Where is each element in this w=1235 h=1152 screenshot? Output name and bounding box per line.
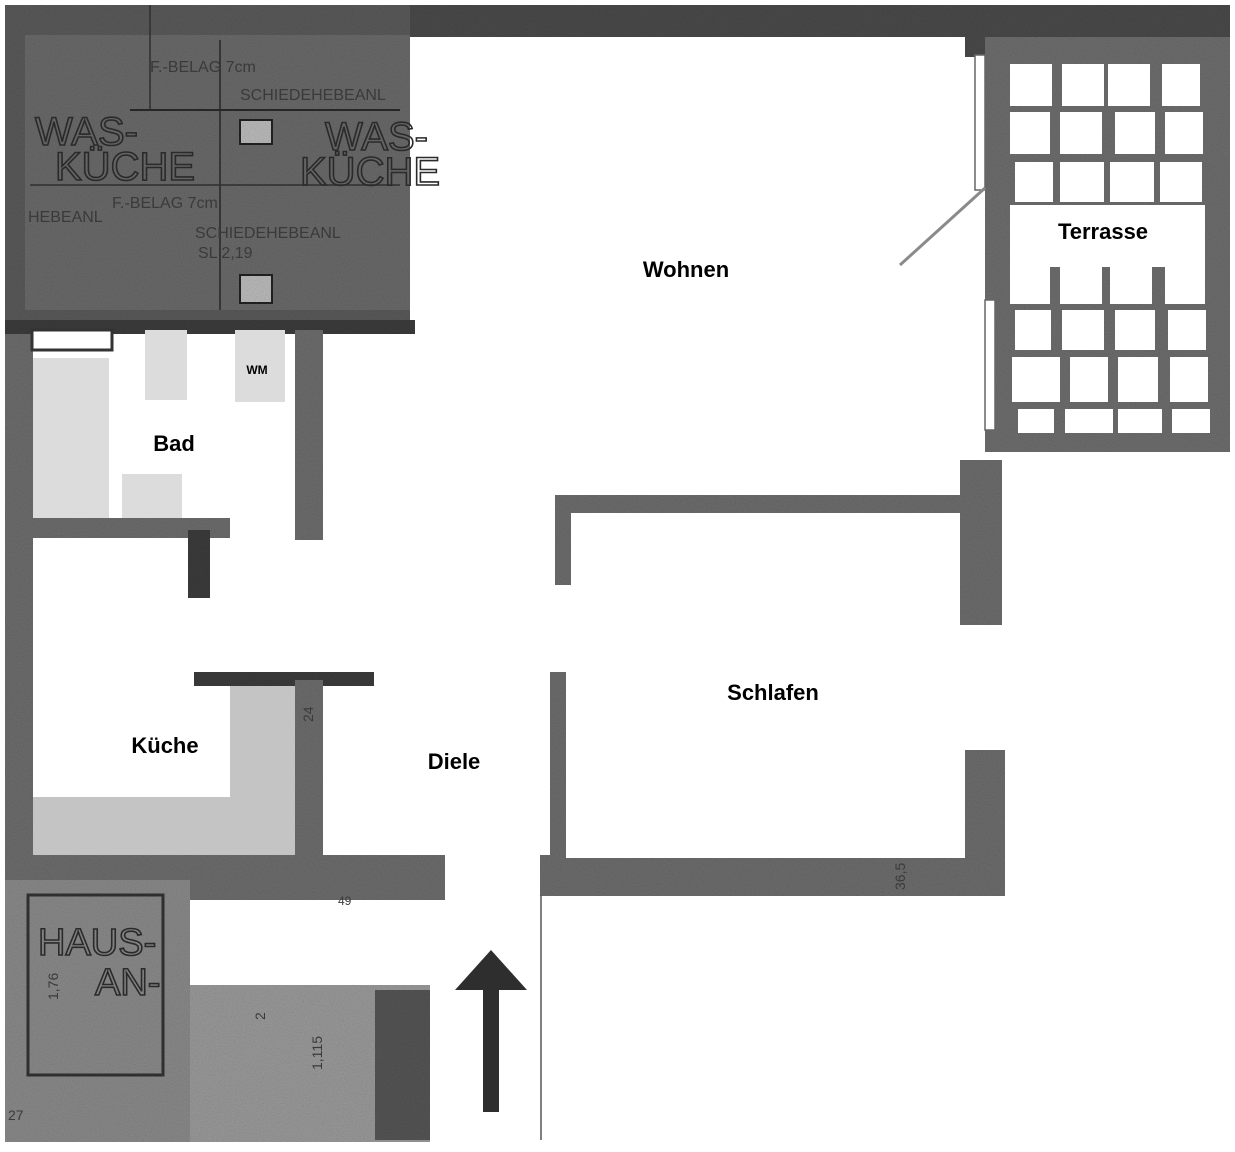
neighbor-waschkueche-label-2: WAS- (325, 115, 428, 159)
washing-machine (235, 330, 285, 402)
terrace-tiles (1010, 64, 1210, 433)
lower-left-area (5, 880, 430, 1142)
label-washing-machine: WM (246, 363, 267, 377)
dimension-1-115: 1,115 (309, 1036, 325, 1070)
neighbor-sl-label: SL 2,19 (198, 245, 253, 262)
neighbor-schiedehebe-label-1: SCHIEDEHEBEANL (240, 87, 386, 104)
dimension-1-76: 1,76 (45, 973, 61, 1000)
balcony-door-frame (898, 54, 996, 431)
room-label-wohnen: Wohnen (643, 257, 729, 282)
dimension-24: 24 (300, 706, 316, 722)
dimension-36-5: 36,5 (892, 863, 908, 890)
dimension-27: 27 (8, 1107, 24, 1123)
dimension-49: 49 (338, 894, 352, 908)
neighbor-schiedehebe-label-2: SCHIEDEHEBEANL (195, 225, 341, 242)
room-label-diele: Diele (428, 749, 481, 774)
neighbor-hebeanl-label: HEBEANL (28, 209, 103, 226)
bathroom-fixtures (30, 328, 285, 518)
dimension-2: 2 (252, 1012, 268, 1020)
neighbor-waschkueche-label-1b: KÜCHE (55, 145, 195, 189)
room-label-bad: Bad (153, 431, 195, 456)
neighbor-unit-area (5, 5, 410, 330)
neighbor-belag-label-1: F.-BELAG 7cm (150, 59, 256, 76)
bathtub (33, 358, 109, 518)
toilet (122, 474, 182, 518)
haus-an-label-2: AN- (95, 962, 160, 1004)
neighbor-waschkueche-label-1: WAS- (35, 110, 138, 154)
entrance-arrow-icon (455, 895, 542, 1140)
neighbor-belag-label-2: F.-BELAG 7cm (112, 195, 218, 212)
neighbor-waschkueche-label-2b: KÜCHE (300, 150, 440, 194)
kitchen-counter (33, 686, 295, 855)
room-label-terrasse: Terrasse (1058, 219, 1148, 244)
wash-basin (145, 330, 187, 400)
haus-an-label-1: HAUS- (38, 922, 156, 964)
room-label-schlafen: Schlafen (727, 680, 819, 705)
room-label-kueche: Küche (131, 733, 198, 758)
